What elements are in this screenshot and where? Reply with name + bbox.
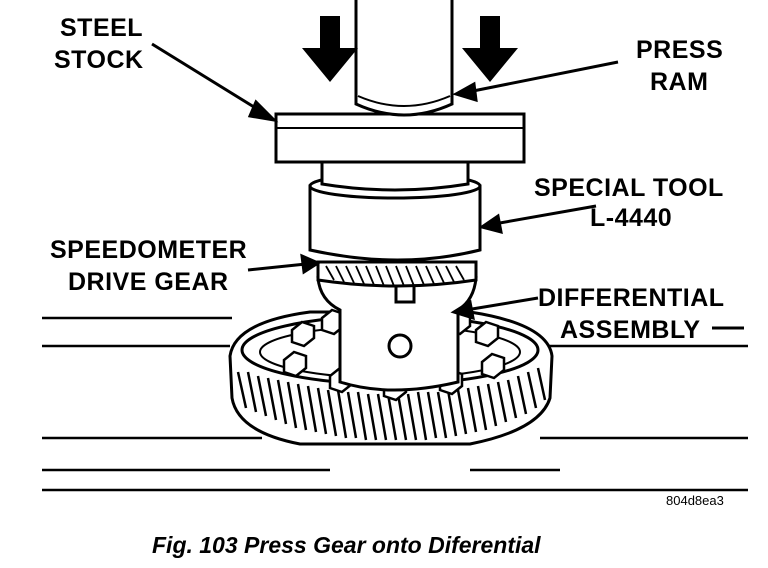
label-speedometer-line1: SPEEDOMETER	[50, 236, 247, 264]
label-press-ram-line2: RAM	[650, 68, 708, 96]
press-arrow-left	[302, 16, 358, 82]
press-arrow-right	[462, 16, 518, 82]
label-steel-stock-line2: STOCK	[54, 46, 144, 74]
special-tool-l-4440	[308, 158, 482, 262]
image-code: 804d8ea3	[666, 493, 724, 508]
leader-arrows	[151, 42, 619, 321]
figure-caption: Fig. 103 Press Gear onto Diferential	[152, 532, 541, 558]
label-special-tool-line2: L-4440	[590, 204, 672, 232]
gear-teeth	[236, 367, 547, 441]
label-differential-line1: DIFFERENTIAL	[538, 284, 725, 312]
label-press-ram-line1: PRESS	[636, 36, 723, 64]
speedometer-drive-gear	[316, 260, 478, 288]
label-special-tool-line1: SPECIAL TOOL	[534, 174, 724, 202]
callout-labels: STEEL STOCK PRESS RAM SPECIAL TOOL L-444…	[50, 14, 725, 344]
differential-case	[316, 276, 478, 392]
steel-stock-bar	[274, 112, 526, 164]
press-force-arrows	[302, 16, 518, 82]
bench-lines	[42, 316, 748, 492]
label-differential-line2: ASSEMBLY	[560, 316, 701, 344]
press-ram	[354, 0, 454, 117]
label-steel-stock-line1: STEEL	[60, 14, 143, 42]
label-speedometer-line2: DRIVE GEAR	[68, 268, 229, 296]
